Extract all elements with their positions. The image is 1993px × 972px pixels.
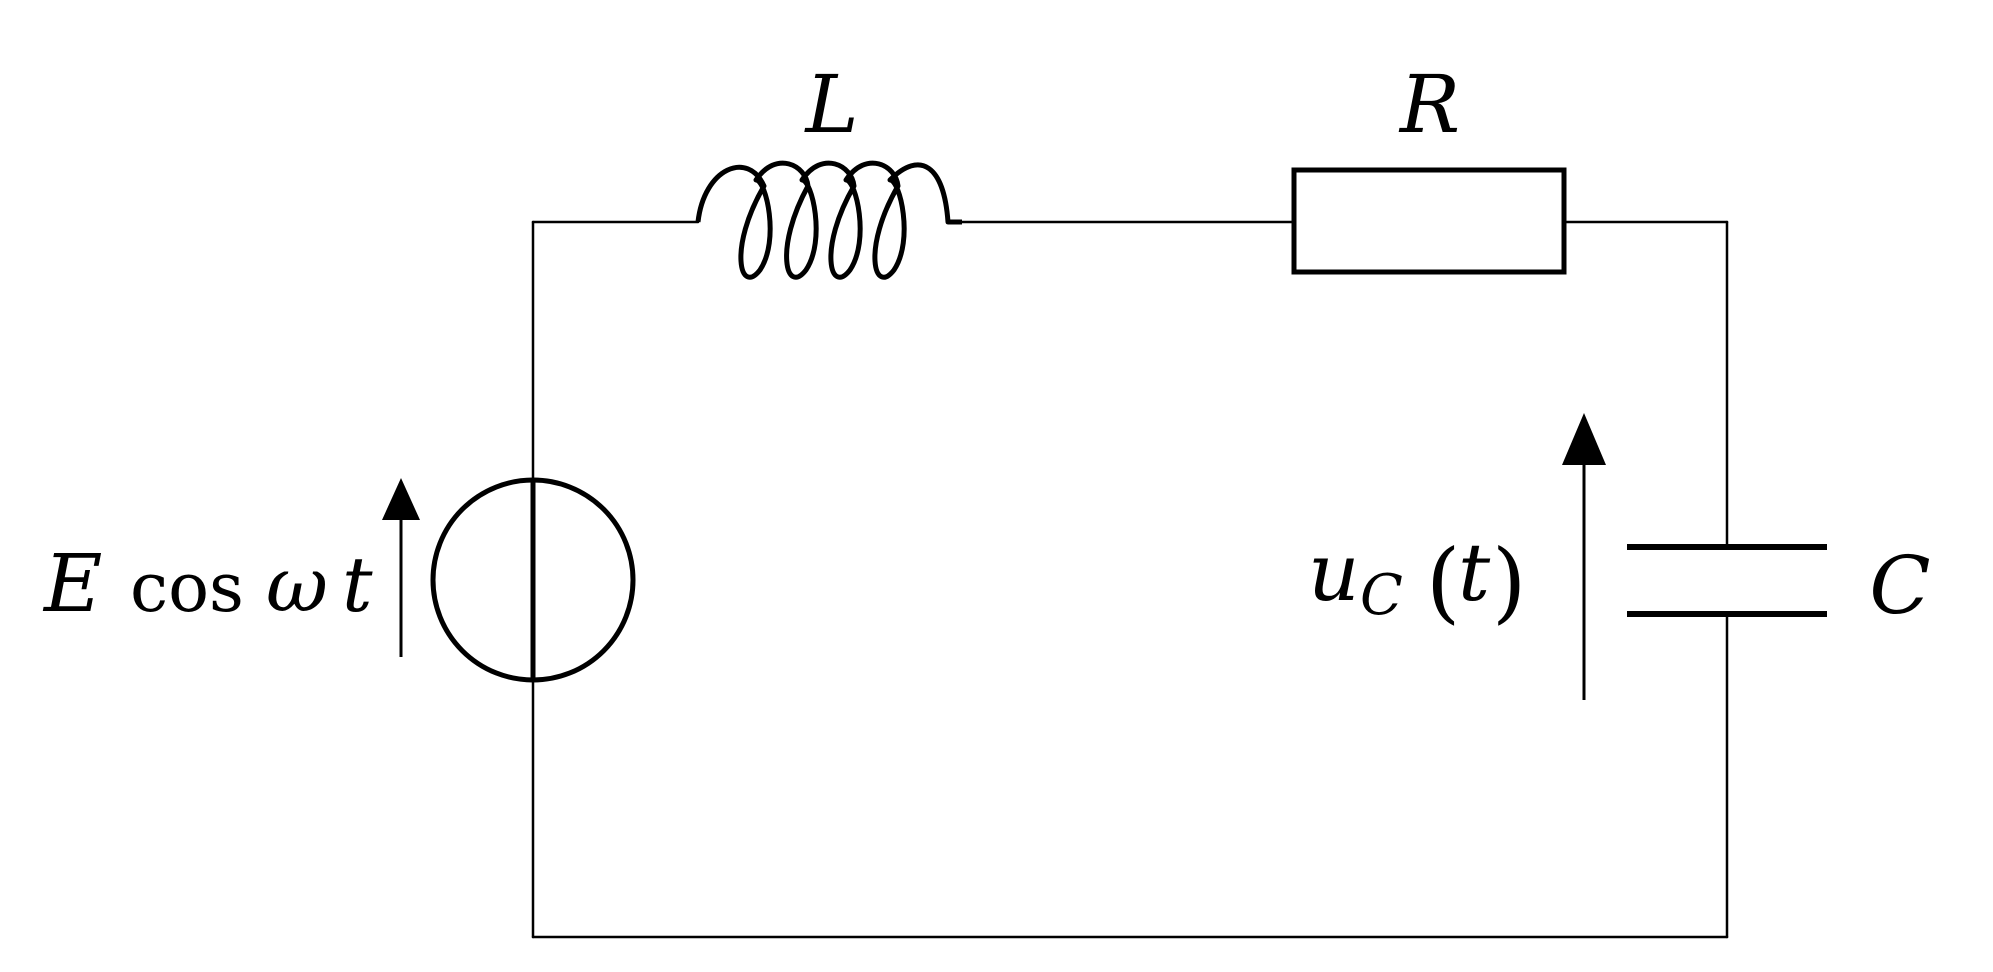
resistor-body — [1291, 167, 1567, 275]
voltage-source — [430, 477, 636, 683]
wires — [531, 220, 1729, 939]
source-arrow-head — [382, 478, 420, 520]
source-time: t — [342, 540, 373, 629]
capacitor-voltage-label: u C ( t ) — [1308, 526, 1526, 633]
capacitor-voltage-symbol: u — [1308, 526, 1360, 619]
inductor-label: L — [803, 58, 858, 151]
source-omega: ω — [266, 540, 328, 629]
capacitor-voltage-argument: t — [1458, 526, 1491, 619]
source-function: cos — [130, 549, 244, 628]
source-voltage-arrow — [382, 478, 420, 657]
source-amplitude: E — [42, 537, 102, 630]
capacitor-voltage-subscript: C — [1360, 563, 1403, 628]
capacitor-voltage-open-paren: ( — [1426, 530, 1460, 633]
capacitor-voltage-arrow — [1562, 413, 1606, 700]
inductor-coil — [695, 160, 962, 280]
capacitor-voltage-close-paren: ) — [1492, 530, 1526, 633]
resistor-label: R — [1398, 58, 1460, 151]
capacitor-arrow-head — [1562, 413, 1606, 465]
source-label: E cos ω t — [42, 537, 373, 630]
capacitor-label: C — [1869, 539, 1930, 632]
capacitor — [1627, 544, 1827, 617]
